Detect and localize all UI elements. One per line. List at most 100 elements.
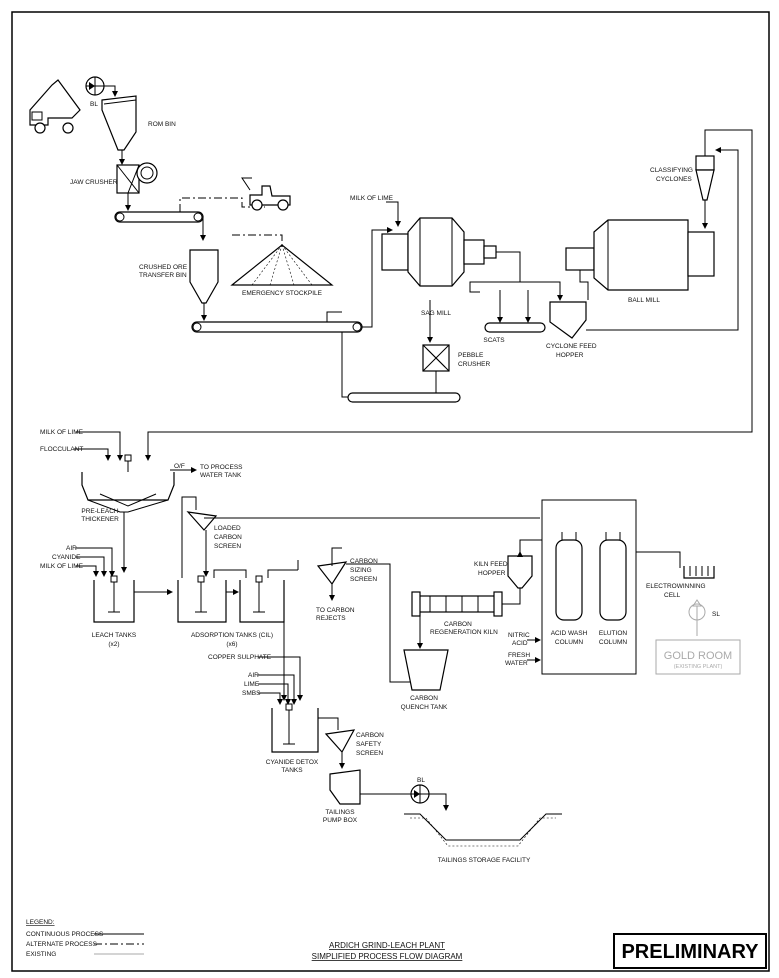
title-line-2: SIMPLIFIED PROCESS FLOW DIAGRAM xyxy=(312,952,463,961)
loader-icon xyxy=(241,177,291,211)
cyclone-feed-label-1: CYCLONE FEED xyxy=(546,343,597,350)
fresh-label-2: WATER xyxy=(505,660,528,667)
carbon-regen-label-2: REGENERATION KILN xyxy=(430,629,498,636)
electrowinning-cell xyxy=(683,566,715,579)
jaw-crusher-label: JAW CRUSHER xyxy=(70,179,118,186)
classifying-cyclones xyxy=(695,155,715,201)
lime-label: LIME xyxy=(244,681,260,688)
adsorption-x-label: (x6) xyxy=(226,641,237,648)
gold-room-transfer-icon xyxy=(688,599,706,621)
crushed-ore-transfer-bin xyxy=(189,249,219,304)
elution-column xyxy=(599,532,627,621)
pebble-label-1: PEBBLE xyxy=(458,352,484,359)
bl-top-label: BL xyxy=(90,101,98,108)
legend-continuous-label: CONTINUOUS PROCESS xyxy=(26,931,104,938)
tsf-label: TAILINGS STORAGE FACILITY xyxy=(438,857,531,864)
scats-label: SCATS xyxy=(483,337,505,344)
title-line-1: ARDICH GRIND-LEACH PLANT xyxy=(329,941,445,950)
tailings-pump-label-2: PUMP BOX xyxy=(323,817,358,824)
pebble-crusher xyxy=(422,344,450,372)
sag-mill-label: SAG MILL xyxy=(421,310,451,317)
carbon-quench-label-2: QUENCH TANK xyxy=(401,704,448,711)
leach-tanks xyxy=(93,575,135,623)
legend-existing-label: EXISTING xyxy=(26,951,56,958)
loaded-label-1: LOADED xyxy=(214,525,241,532)
cyclone-feed-label-2: HOPPER xyxy=(556,352,584,359)
to-carbon-label-2: REJECTS xyxy=(316,615,346,622)
classifying-label-2: CYCLONES xyxy=(656,176,692,183)
gold-room-label: GOLD ROOM xyxy=(664,650,732,662)
milk-of-lime-top-label: MILK OF LIME xyxy=(350,195,394,202)
carbon-regen-label-1: CARBON xyxy=(444,621,472,628)
kiln-feed-label-1: KILN FEED xyxy=(474,561,508,568)
cyanide-detox-tanks xyxy=(271,703,319,753)
haul-truck-icon xyxy=(29,79,81,134)
fresh-label-1: FRESH xyxy=(508,652,530,659)
emergency-stockpile xyxy=(230,244,334,286)
conveyor-1 xyxy=(114,211,204,223)
ball-mill-label: BALL MILL xyxy=(628,297,660,304)
tailings-pump-box xyxy=(329,769,361,805)
kiln-feed-hopper xyxy=(507,555,533,589)
loaded-label-3: SCREEN xyxy=(214,543,241,550)
smbs-label: SMBS xyxy=(242,690,261,697)
preliminary-stamp-box xyxy=(613,933,767,969)
rom-bin-label: ROM BIN xyxy=(148,121,176,128)
pre-leach-label-1: PRE-LEACH xyxy=(81,508,119,515)
carbon-quench-tank xyxy=(403,649,449,691)
pump-bl-tail-icon xyxy=(410,784,430,804)
gold-room-sub-label: (EXISTING PLANT) xyxy=(674,664,723,670)
pre-leach-thickener xyxy=(81,472,175,513)
legend-alternate-label: ALTERNATE PROCESS xyxy=(26,941,98,948)
pre-leach-label-2: THICKENER xyxy=(81,516,119,523)
legend-heading: LEGEND: xyxy=(26,919,55,926)
bl-tail-label: BL xyxy=(417,777,425,784)
pump-bl-top-icon xyxy=(85,76,105,96)
to-process-label-2: WATER TANK xyxy=(200,472,242,479)
elution-label-1: ELUTION xyxy=(599,630,627,637)
crushed-ore-label-1: CRUSHED ORE xyxy=(139,264,188,271)
pebble-label-2: CRUSHER xyxy=(458,361,490,368)
milk-of-lime-leach-label: MILK OF LIME xyxy=(40,563,84,570)
gold-room xyxy=(655,639,741,675)
elution-label-2: COLUMN xyxy=(599,639,627,646)
acid-wash-column xyxy=(555,532,583,621)
classifying-label-1: CLASSIFYING xyxy=(650,167,693,174)
preliminary-stamp: PRELIMINARY xyxy=(621,941,759,963)
rom-bin xyxy=(101,95,137,151)
air-label-1: AIR xyxy=(66,545,77,552)
cyanide-label: CYANIDE xyxy=(52,554,81,561)
kiln-feed-label-2: HOPPER xyxy=(478,570,506,577)
carbon-quench-label-1: CARBON xyxy=(410,695,438,702)
carbon-sizing-label-2: SIZING xyxy=(350,567,372,574)
air-label-2: AIR xyxy=(248,672,259,679)
carbon-safety-label-3: SCREEN xyxy=(356,750,383,757)
flocculant-label: FLOCCULANT xyxy=(40,446,83,453)
bl-gold-label: SL xyxy=(712,611,720,618)
of-label: O/F xyxy=(174,463,185,470)
carbon-safety-screen xyxy=(324,729,356,754)
adsorption-tanks-label: ADSORPTION TANKS (CIL) xyxy=(191,632,273,639)
leach-tanks-label: LEACH TANKS xyxy=(92,632,137,639)
carbon-sizing-label-1: CARBON xyxy=(350,558,378,565)
carbon-regeneration-kiln xyxy=(411,591,503,617)
drawing-border xyxy=(11,11,770,972)
conveyor-3 xyxy=(347,392,461,403)
nitric-label-2: ACID xyxy=(512,640,528,647)
tailings-pump-label-1: TAILINGS xyxy=(325,809,355,816)
sag-mill xyxy=(381,217,497,287)
cyanide-detox-label-1: CYANIDE DETOX xyxy=(266,759,319,766)
scats-conveyor xyxy=(484,322,546,333)
to-process-label-1: TO PROCESS xyxy=(200,464,243,471)
milk-of-lime-thk-label: MILK OF LIME xyxy=(40,429,84,436)
conveyor-2 xyxy=(191,321,363,333)
jaw-crusher xyxy=(116,162,158,194)
carbon-sizing-label-3: SCREEN xyxy=(350,576,377,583)
adsorption-tanks xyxy=(177,569,298,623)
ball-mill xyxy=(565,219,715,291)
cyclone-feed-hopper xyxy=(549,301,587,339)
emergency-stockpile-label: EMERGENCY STOCKPILE xyxy=(242,290,323,297)
elution-plant-enclosure xyxy=(541,499,637,675)
carbon-safety-label-2: SAFETY xyxy=(356,741,382,748)
